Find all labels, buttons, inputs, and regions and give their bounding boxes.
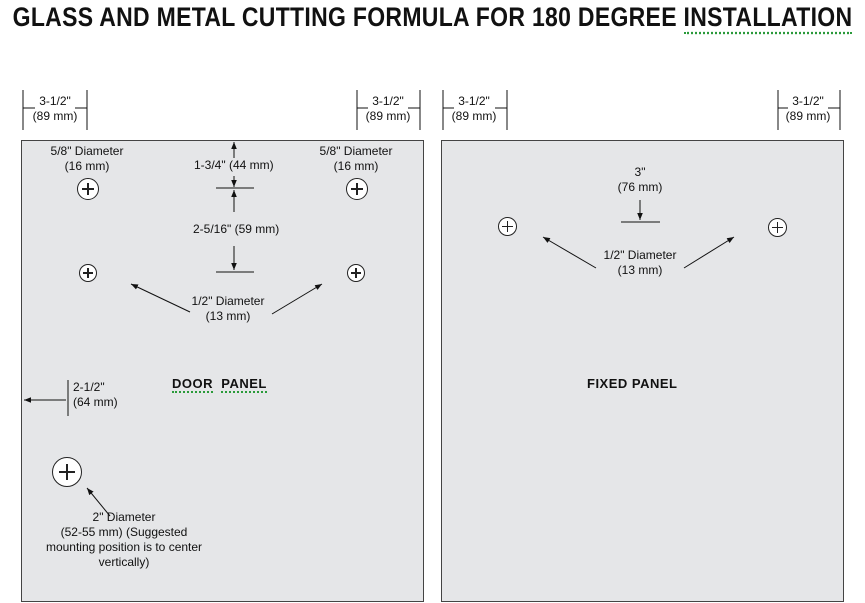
title-last-word: INSTALLATION	[683, 1, 853, 35]
door-right-offset-label: 3-1/2"(89 mm)	[365, 94, 411, 123]
fixed-top-offset-label: 3"(76 mm)	[617, 165, 663, 194]
fixed-hole-label: 1/2" Diameter(13 mm)	[603, 248, 677, 277]
hole-door-top-left	[77, 178, 99, 200]
title-main: GLASS AND METAL CUTTING FORMULA FOR 180 …	[12, 1, 684, 32]
door-left-offset-label: 3-1/2"(89 mm)	[32, 94, 78, 123]
door-edge-offset-label: 2-1/2"(64 mm)	[73, 380, 118, 409]
diagram-title: GLASS AND METAL CUTTING FORMULA FOR 180 …	[0, 1, 865, 35]
hole-door-large	[52, 457, 82, 487]
hole-fixed-left	[498, 217, 517, 236]
hole-door-top-right	[346, 178, 368, 200]
door-panel-label: DOOR PANEL	[172, 376, 267, 393]
hole-door-mid-left	[79, 264, 97, 282]
door-top-left-hole-label: 5/8" Diameter(16 mm)	[50, 144, 124, 173]
door-top-offset-label: 1-3/4" (44 mm)	[194, 158, 274, 172]
hole-door-mid-right	[347, 264, 365, 282]
fixed-left-offset-label: 3-1/2"(89 mm)	[451, 94, 497, 123]
door-panel	[21, 140, 424, 602]
door-small-hole-label: 1/2" Diameter(13 mm)	[191, 294, 265, 323]
fixed-panel-label: FIXED PANEL	[587, 376, 678, 391]
door-top-right-hole-label: 5/8" Diameter(16 mm)	[319, 144, 393, 173]
hole-fixed-right	[768, 218, 787, 237]
door-spacing-label: 2-5/16" (59 mm)	[193, 222, 280, 236]
fixed-right-offset-label: 3-1/2"(89 mm)	[785, 94, 831, 123]
